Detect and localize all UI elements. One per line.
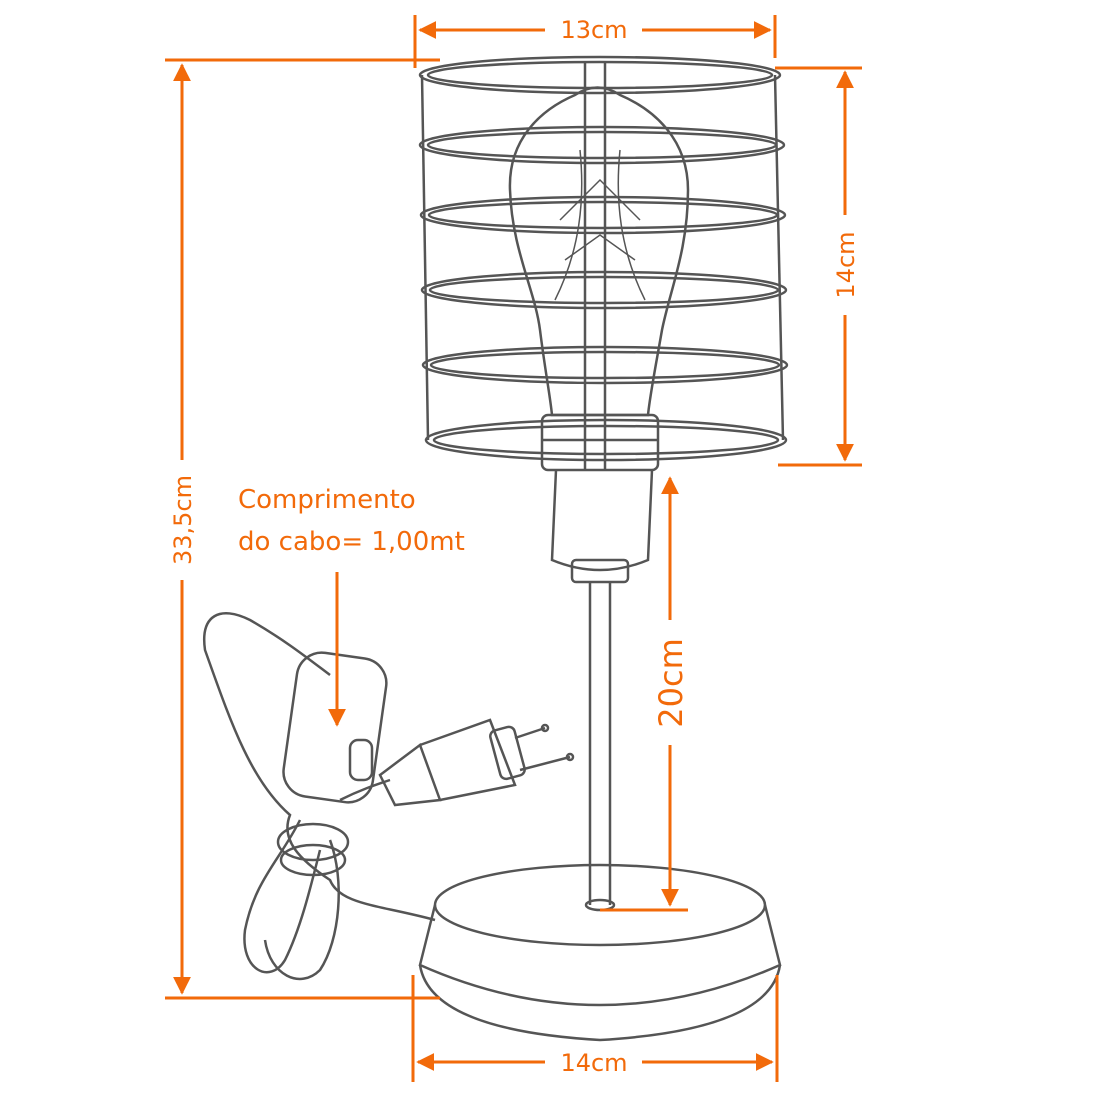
switch: [282, 651, 388, 804]
top-width-label: 13cm: [560, 16, 627, 44]
cable-note-line1: Comprimento: [238, 485, 416, 515]
lamp-illustration: [202, 55, 789, 1042]
plug: [378, 718, 575, 807]
stem-height-dimension: [600, 476, 688, 912]
base-width-label: 14cm: [560, 1049, 627, 1077]
cage: [418, 55, 789, 470]
cable: [202, 612, 436, 981]
dimension-annotations: [165, 15, 862, 1082]
total-height-label: 33,5cm: [169, 475, 197, 565]
bulb: [508, 86, 690, 417]
stem: [584, 582, 616, 912]
dimension-labels: 13cm 14cm 33,5cm 20cm 14cm Comprimento d…: [169, 16, 860, 1077]
total-height-dimension: [165, 58, 440, 1000]
stem-height-label: 20cm: [652, 638, 690, 727]
base: [418, 863, 782, 1042]
socket: [540, 413, 660, 584]
shade-height-label: 14cm: [832, 231, 860, 298]
shade-height-dimension: [775, 66, 862, 467]
cable-note-line2: do cabo= 1,00mt: [238, 527, 465, 557]
base-width-dimension: [411, 975, 779, 1082]
